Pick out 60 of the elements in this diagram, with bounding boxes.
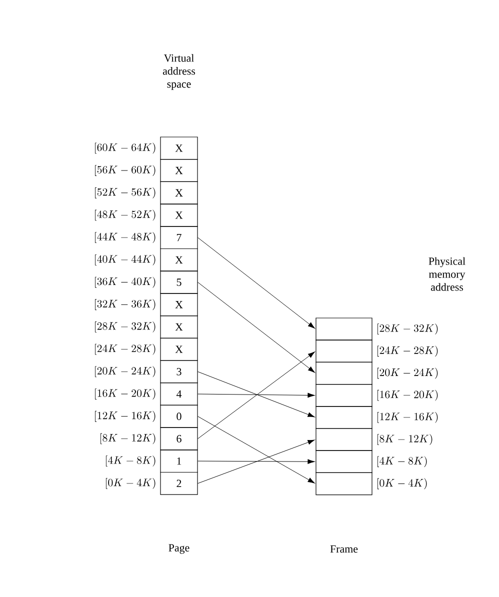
address-label: $[44K-48K)$ <box>95 232 156 244</box>
column-heading: Physical memory address <box>428 257 466 291</box>
address-label: $[0K-4K)$ <box>106 478 156 489</box>
frame-cell <box>316 450 372 473</box>
page-cell: 7 <box>160 226 198 250</box>
page-cell: X <box>160 248 198 272</box>
page-cell: 0 <box>160 404 198 428</box>
frame-cell <box>316 428 372 451</box>
address-label: $[48K-52K)$ <box>95 210 156 221</box>
address-label: $[12K-16K)$ <box>95 410 156 422</box>
address-label: $[16K-20K)$ <box>377 390 438 401</box>
column-caption: Page <box>168 544 190 554</box>
page-cell: X <box>160 181 198 204</box>
frame-cell <box>316 406 372 429</box>
arrow <box>198 459 315 464</box>
column-caption: Frame <box>330 545 358 553</box>
frame-cell <box>316 340 372 362</box>
arrow <box>198 371 315 418</box>
address-label: $[40K-44K)$ <box>95 254 156 266</box>
column-heading: Virtual address space <box>162 54 196 90</box>
page-cell: X <box>160 338 198 361</box>
arrow <box>198 440 315 484</box>
arrow <box>198 237 315 329</box>
page-cell: X <box>160 136 198 160</box>
page-cell: 1 <box>160 450 198 473</box>
page-cell: X <box>160 159 198 182</box>
page-cell: 2 <box>160 472 198 495</box>
address-label: $[24K-28K)$ <box>95 344 156 355</box>
address-label: $[28K-32K)$ <box>377 324 438 334</box>
address-label: $[32K-36K)$ <box>95 299 156 310</box>
frame-cell <box>316 318 372 340</box>
address-label: $[28K-32K)$ <box>95 322 156 332</box>
page-cell: 5 <box>160 270 198 294</box>
arrow <box>198 282 315 373</box>
address-label: $[52K-56K)$ <box>95 187 156 198</box>
frame-cell <box>316 472 372 496</box>
address-label: $[4K-8K)$ <box>377 456 427 468</box>
page-cell: 6 <box>160 427 198 450</box>
page-cell: X <box>160 204 198 227</box>
address-label: $[60K-64K)$ <box>95 142 156 154</box>
arrow <box>198 416 315 484</box>
arrow <box>198 352 315 439</box>
frame-cell <box>316 362 372 385</box>
address-label: $[8K-12K)$ <box>377 434 432 445</box>
frame-cell <box>316 384 372 407</box>
address-label: $[4K-8K)$ <box>106 456 156 467</box>
arrow <box>198 392 315 398</box>
address-label: $[56K-60K)$ <box>95 165 156 176</box>
address-label: $[0K-4K)$ <box>377 478 427 490</box>
address-label: $[20K-24K)$ <box>377 368 438 379</box>
address-label: $[8K-12K)$ <box>100 433 156 444</box>
address-label: $[24K-28K)$ <box>377 346 438 357</box>
page-cell: X <box>160 293 198 316</box>
page-cell: 3 <box>160 360 198 384</box>
address-label: $[12K-16K)$ <box>377 412 438 423</box>
page-cell: 4 <box>160 382 198 406</box>
address-label: $[20K-24K)$ <box>95 366 156 378</box>
address-label: $[36K-40K)$ <box>95 276 156 288</box>
page-cell: X <box>160 316 198 338</box>
address-label: $[16K-20K)$ <box>95 388 156 400</box>
